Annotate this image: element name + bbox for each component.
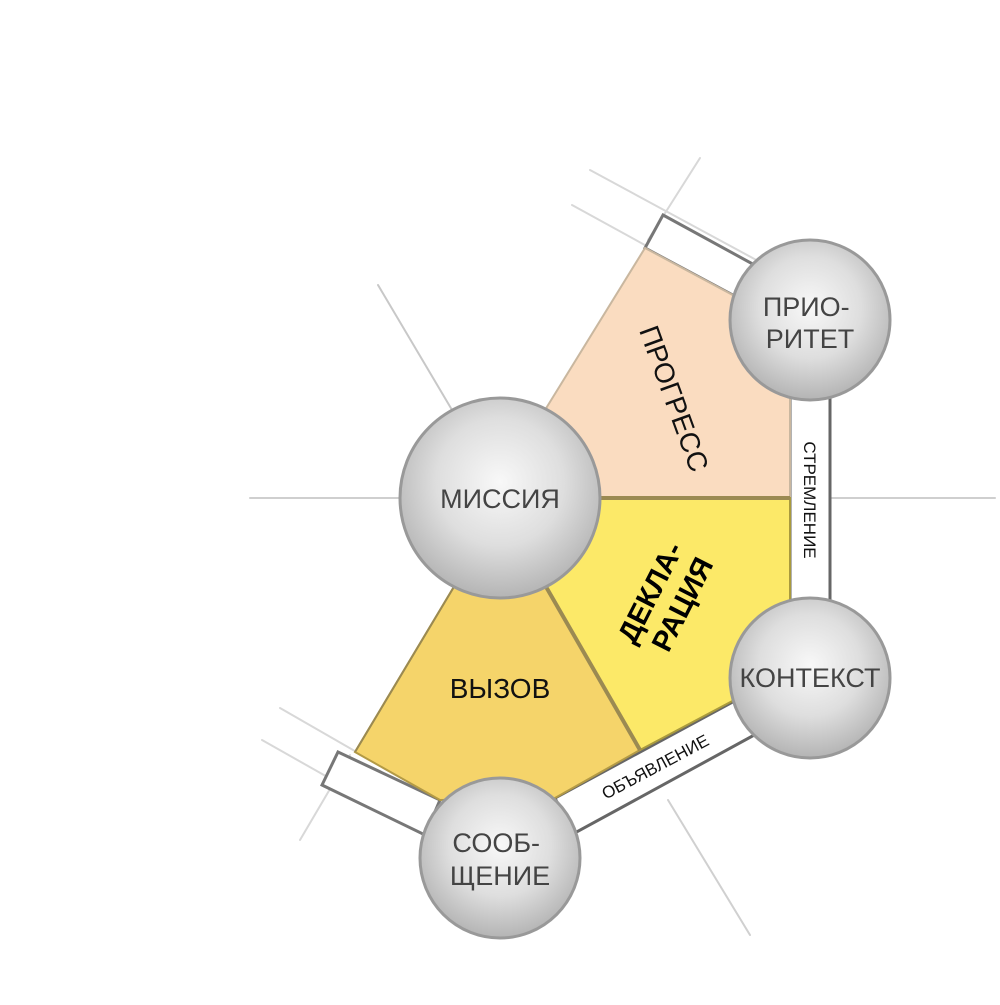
node-priority: ПРИО- РИТЕТ	[728, 238, 892, 402]
node-context: КОНТЕКСТ	[728, 596, 892, 760]
region-challenge-label: ВЫЗОВ	[450, 673, 551, 704]
divider-declaration-challenge	[543, 584, 642, 751]
regions	[353, 246, 791, 802]
node-context-label: КОНТЕКСТ	[740, 663, 881, 693]
divider-outer-left	[354, 584, 456, 753]
node-message-line1: СООБ-	[452, 828, 540, 858]
node-priority-sphere	[728, 238, 892, 402]
guide-line-top-a	[589, 169, 761, 263]
node-priority-line2: РИТЕТ	[766, 324, 854, 354]
node-mission-label: МИССИЯ	[440, 484, 560, 514]
node-message-label: СООБ- ЩЕНИЕ	[450, 828, 550, 891]
guide-line-upper-left	[377, 284, 456, 416]
node-priority-label: ПРИО- РИТЕТ	[763, 292, 857, 354]
node-mission-sphere	[398, 396, 602, 600]
node-message-line2: ЩЕНИЕ	[450, 861, 550, 891]
node-message: СООБ- ЩЕНИЕ	[418, 776, 582, 940]
node-context-sphere	[728, 596, 892, 760]
node-mission: МИССИЯ	[398, 396, 602, 600]
band-aspiration-label: СТРЕМЛЕНИЕ	[800, 441, 819, 558]
node-message-sphere	[418, 776, 582, 940]
guide-line-bottom-right	[667, 799, 751, 936]
node-priority-line1: ПРИО-	[763, 292, 850, 322]
